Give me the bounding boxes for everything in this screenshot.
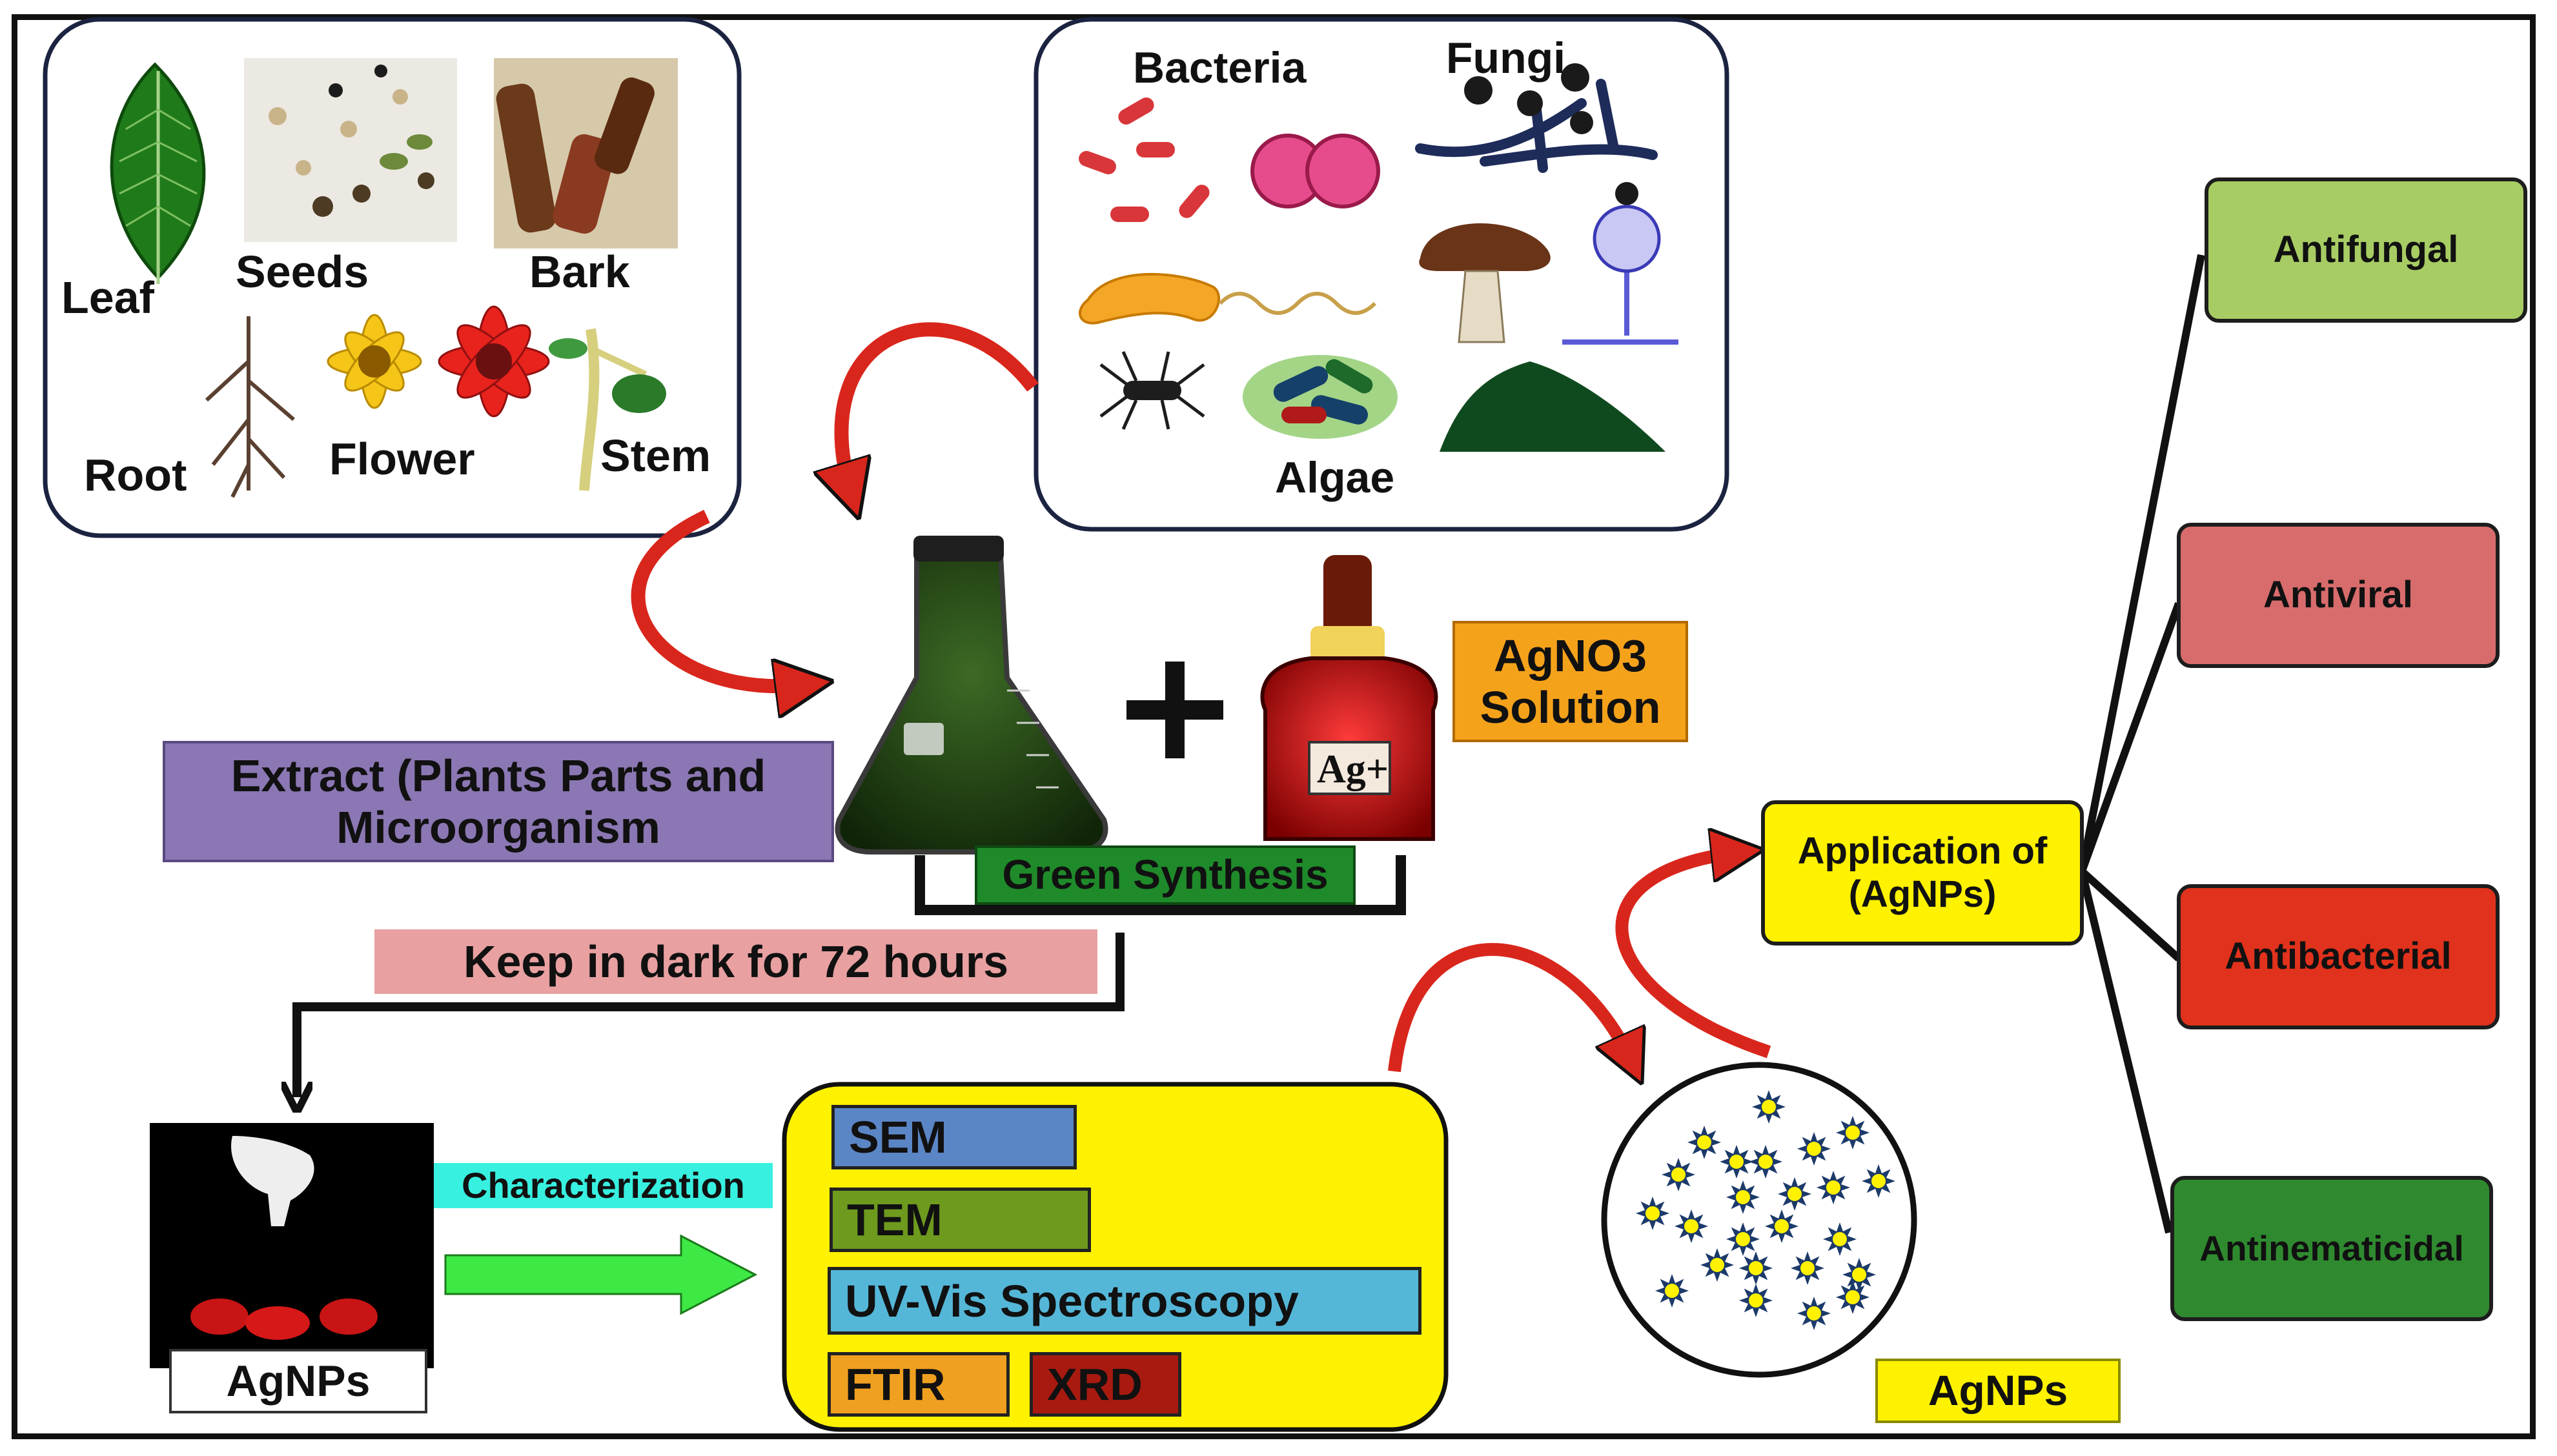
nanoparticle-core [1697,1135,1711,1149]
application-branch-lines [2078,254,2205,1234]
agnps-particles [1636,1090,1895,1330]
stem-image [549,328,666,491]
flower-image [327,305,550,418]
keep-dark-arrow [297,933,1125,1097]
nanoparticle-core [1800,1261,1815,1275]
application-antifungal: Antifungal [2205,177,2527,323]
agno3-bottle-image [1260,555,1438,841]
agnps-sample-label: AgNPs [169,1349,427,1413]
nanoparticle-core [1736,1232,1750,1246]
nanoparticle-core [1665,1284,1679,1298]
technique-sem: SEM [831,1105,1077,1169]
source-label-stem: Stem [600,430,711,481]
flask-image [835,536,1108,854]
leaf-image [110,62,206,284]
characterization-arrow [444,1234,758,1315]
nanoparticle-core [1846,1290,1860,1304]
nanoparticle-core [1871,1174,1886,1188]
mold-image [1562,205,1678,345]
nanoparticle-core [1846,1126,1860,1140]
source-label-fungi: Fungi [1446,34,1566,83]
algae-powder-image [1440,361,1666,452]
application-label-box: Application of (AgNPs) [1761,800,2084,945]
nanoparticle-core [1762,1100,1776,1114]
source-label-flower: Flower [329,434,475,484]
nanoparticle-core [1749,1261,1763,1275]
reagent-label: Ag+ [1317,747,1389,791]
nanoparticle-core [1826,1180,1840,1195]
nanoparticle-core [1684,1219,1698,1233]
green-synthesis-bracket [915,855,1406,915]
plus-sign [1126,662,1223,758]
microbe-to-flask-arrow [841,322,1039,497]
source-label-root: Root [84,450,187,500]
nanoparticle-core [1852,1268,1866,1282]
extract-label-box: Extract (Plants Parts and Microorganism [163,741,834,862]
nanoparticle-core [1788,1187,1802,1201]
algae-image [1243,355,1398,439]
bacteria-image [1079,97,1380,430]
nanoparticle-core [1729,1155,1744,1169]
characterization-label: Characterization [434,1163,773,1208]
seeds-image [244,58,457,242]
source-label-seeds: Seeds [236,247,369,297]
technique-tem: TEM [830,1188,1091,1252]
agno3-label: AgNO3 Solution [1480,630,1661,733]
technique-xrd: XRD [1030,1352,1181,1417]
technique-ftir: FTIR [828,1352,1010,1417]
green-synthesis-label: Green Synthesis [975,845,1356,905]
nanoparticle-core [1749,1293,1763,1308]
nanoparticle-core [1710,1258,1724,1272]
nanoparticle-core [1758,1155,1773,1169]
root-image [205,316,295,498]
nanoparticle-core [1671,1168,1686,1182]
nanoparticle-core [1775,1219,1789,1233]
agno3-label-box: AgNO3 Solution [1452,621,1688,742]
agnps-to-application-arrow [1615,852,1771,1058]
technique-uv-vis: UV-Vis Spectroscopy [828,1267,1421,1335]
agnps-particles-label: AgNPs [1875,1359,2121,1423]
source-label-leaf: Leaf [61,272,154,323]
plant-to-flask-arrow [631,510,810,686]
characterization-techniques-panel [782,1082,1449,1432]
nanoparticle-core [1645,1206,1660,1220]
nanoparticle-core [1833,1232,1847,1246]
nanoparticle-core [1736,1190,1750,1204]
nanoparticle-core [1807,1306,1821,1320]
fungi-image [1415,63,1658,205]
application-label: Application of (AgNPs) [1797,829,2048,915]
agnps-sample-image [150,1123,434,1368]
source-label-bacteria: Bacteria [1133,43,1307,92]
application-antibacterial: Antibacterial [2177,884,2500,1029]
extract-label: Extract (Plants Parts and Microorganism [230,750,766,853]
nanoparticle-core [1807,1142,1821,1156]
source-label-bark: Bark [529,247,630,297]
bark-image [494,58,678,248]
source-label-algae: Algae [1275,453,1395,502]
application-antiviral: Antiviral [2177,523,2500,668]
characterization-to-agnps-arrow [1388,943,1633,1071]
application-antinematicidal: Antinematicidal [2170,1176,2493,1321]
mushroom-image [1419,223,1551,343]
keep-dark-label: Keep in dark for 72 hours [374,929,1097,994]
